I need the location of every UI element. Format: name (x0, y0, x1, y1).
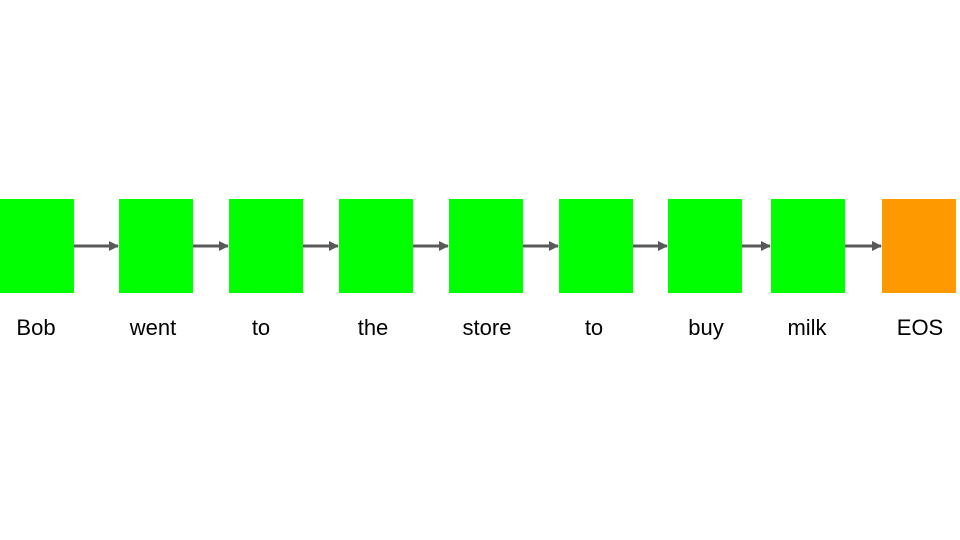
token-label-5: to (584, 315, 604, 340)
token-label-4: store (462, 315, 512, 340)
token-box-eos (882, 199, 956, 293)
token-box-7 (771, 199, 845, 293)
token-box-2 (229, 199, 303, 293)
token-label-2: to (251, 315, 271, 340)
token-label-3: the (357, 315, 389, 340)
token-box-0 (0, 199, 74, 293)
token-box-6 (668, 199, 742, 293)
token-label-eos: EOS (896, 315, 944, 340)
token-box-5 (559, 199, 633, 293)
token-box-1 (119, 199, 193, 293)
token-box-3 (339, 199, 413, 293)
token-label-0: Bob (16, 315, 56, 340)
token-label-6: buy (688, 315, 724, 340)
token-label-1: went (129, 315, 177, 340)
token-box-4 (449, 199, 523, 293)
token-label-7: milk (787, 315, 827, 340)
